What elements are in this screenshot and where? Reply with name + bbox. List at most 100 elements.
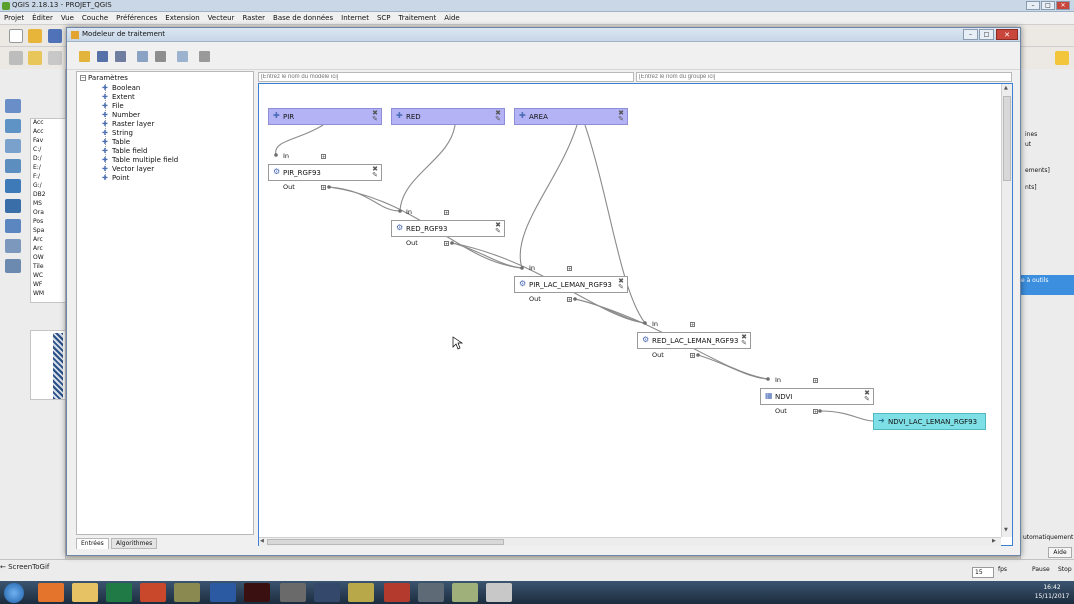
app-taskbar-icon[interactable] — [280, 583, 306, 602]
modeler-minimize-button[interactable]: – — [963, 29, 978, 40]
edit-node-icon[interactable]: ✎ — [495, 227, 501, 235]
qgis-taskbar-icon[interactable] — [452, 583, 478, 602]
app-taskbar-icon[interactable] — [418, 583, 444, 602]
param-vector-layer[interactable]: ✚Vector layer — [102, 165, 154, 173]
add-postgis-layer-icon[interactable] — [5, 139, 21, 153]
add-spatialite-layer-icon[interactable] — [5, 159, 21, 173]
new-project-icon[interactable] — [9, 29, 23, 43]
powerpoint-taskbar-icon[interactable] — [140, 583, 166, 602]
browser-item[interactable]: OW — [33, 254, 44, 261]
param-table-field[interactable]: ✚Table field — [102, 147, 147, 155]
expand-outputs-icon[interactable]: + — [813, 409, 818, 414]
edit-help-icon[interactable] — [177, 51, 188, 62]
add-raster-layer-icon[interactable] — [5, 119, 21, 133]
expand-outputs-icon[interactable]: + — [690, 353, 695, 358]
scroll-right-icon[interactable]: ▶ — [992, 538, 996, 544]
browser-item[interactable]: DB2 — [33, 191, 46, 198]
algorithm-node-pir-rgf93[interactable]: ⚙ PIR_RGF93 ✖ ✎ — [268, 164, 382, 181]
browser-item[interactable]: Spa — [33, 227, 45, 234]
browser-item[interactable]: Arc — [33, 236, 43, 243]
menu-preferences[interactable]: Préférences — [116, 14, 158, 22]
expand-inputs-icon[interactable]: + — [444, 210, 449, 215]
edit-node-icon[interactable]: ✎ — [864, 395, 870, 403]
expand-outputs-icon[interactable]: + — [321, 185, 326, 190]
param-table[interactable]: ✚Table — [102, 138, 130, 146]
param-table-multiple-field[interactable]: ✚Table multiple field — [102, 156, 178, 164]
save-project-icon[interactable] — [48, 29, 62, 43]
menu-aide[interactable]: Aide — [444, 14, 460, 22]
horizontal-scroll-thumb[interactable] — [267, 539, 504, 545]
open-model-icon[interactable] — [79, 51, 90, 62]
qgis-minimize-button[interactable]: – — [1026, 1, 1040, 10]
expand-inputs-icon[interactable]: + — [321, 154, 326, 159]
app-taskbar-icon[interactable] — [348, 583, 374, 602]
algorithm-node-ndvi[interactable]: ▦ NDVI ✖ ✎ — [760, 388, 874, 405]
export-image-icon[interactable] — [137, 51, 148, 62]
stop-label[interactable]: Stop — [1058, 566, 1072, 573]
add-csv-layer-icon[interactable] — [5, 239, 21, 253]
scroll-up-icon[interactable]: ▲ — [1004, 85, 1008, 91]
model-canvas[interactable] — [258, 83, 1013, 546]
scroll-down-icon[interactable]: ▼ — [1004, 527, 1008, 533]
browser-item[interactable]: E:/ — [33, 164, 41, 171]
menu-vue[interactable]: Vue — [60, 14, 74, 22]
firefox-taskbar-icon[interactable] — [38, 583, 64, 602]
app-taskbar-icon[interactable] — [486, 583, 512, 602]
remove-node-icon[interactable]: ✖ — [372, 165, 378, 173]
remove-node-icon[interactable]: ✖ — [618, 277, 624, 285]
input-node-area[interactable]: ✚ AREA ✖ ✎ — [514, 108, 628, 125]
toolbox-highlight[interactable]: e à outils — [1017, 275, 1074, 295]
model-name-input[interactable] — [258, 72, 634, 82]
run-model-icon[interactable] — [199, 51, 210, 62]
browser-item[interactable]: Acc — [33, 128, 44, 135]
save-model-icon[interactable] — [97, 51, 108, 62]
browser-item[interactable]: Acc — [33, 119, 44, 126]
expand-outputs-icon[interactable]: + — [567, 297, 572, 302]
tab-algorithmes[interactable]: Algorithmes — [111, 538, 158, 549]
save-edits-icon[interactable] — [48, 51, 62, 65]
app-taskbar-icon[interactable] — [174, 583, 200, 602]
browser-item[interactable]: WF — [33, 281, 43, 288]
algorithm-node-pir-lac-leman-rgf93[interactable]: ⚙ PIR_LAC_LEMAN_RGF93 ✖ ✎ — [514, 276, 628, 293]
browser-item[interactable]: MS — [33, 200, 42, 207]
menu-extension[interactable]: Extension — [165, 14, 200, 22]
app-taskbar-icon[interactable] — [314, 583, 340, 602]
edit-node-icon[interactable]: ✎ — [372, 115, 378, 123]
add-wms-layer-icon[interactable] — [5, 179, 21, 193]
pause-label[interactable]: Pause — [1032, 566, 1050, 573]
edit-node-icon[interactable]: ✎ — [618, 115, 624, 123]
edit-node-icon[interactable]: ✎ — [741, 339, 747, 347]
illustrator-taskbar-icon[interactable] — [244, 583, 270, 602]
menu-raster[interactable]: Raster — [242, 14, 266, 22]
pencil-icon[interactable] — [28, 51, 42, 65]
canvas-vertical-scrollbar[interactable]: ▲ ▼ — [1001, 84, 1012, 537]
expand-inputs-icon[interactable]: + — [567, 266, 572, 271]
plugin-icon[interactable] — [1055, 51, 1069, 65]
tab-entrees[interactable]: Entrées — [76, 538, 109, 549]
modeler-maximize-button[interactable]: □ — [979, 29, 994, 40]
add-wfs-layer-icon[interactable] — [5, 219, 21, 233]
param-string[interactable]: ✚String — [102, 129, 133, 137]
browser-item[interactable]: C:/ — [33, 146, 42, 153]
browser-item[interactable]: WM — [33, 290, 45, 297]
remove-node-icon[interactable]: ✖ — [495, 221, 501, 229]
start-button[interactable] — [4, 583, 24, 603]
algorithm-node-red-rgf93[interactable]: ⚙ RED_RGF93 ✖ ✎ — [391, 220, 505, 237]
add-virtual-layer-icon[interactable] — [5, 259, 21, 273]
browser-item[interactable]: Tile — [33, 263, 44, 270]
param-number[interactable]: ✚Number — [102, 111, 140, 119]
qgis-close-button[interactable]: ✕ — [1056, 1, 1070, 10]
browser-item[interactable]: G:/ — [33, 182, 42, 189]
scroll-left-icon[interactable]: ◀ — [260, 538, 264, 544]
browser-item[interactable]: WC — [33, 272, 44, 279]
input-node-red[interactable]: ✚ RED ✖ ✎ — [391, 108, 505, 125]
collapse-icon[interactable]: − — [80, 75, 86, 81]
group-name-input[interactable] — [636, 72, 1012, 82]
expand-inputs-icon[interactable]: + — [690, 322, 695, 327]
fps-input[interactable]: 15 — [972, 567, 994, 578]
add-wcs-layer-icon[interactable] — [5, 199, 21, 213]
expand-outputs-icon[interactable]: + — [444, 241, 449, 246]
save-as-model-icon[interactable] — [115, 51, 126, 62]
menu-traitement[interactable]: Traitement — [398, 14, 437, 22]
edit-node-icon[interactable]: ✎ — [495, 115, 501, 123]
